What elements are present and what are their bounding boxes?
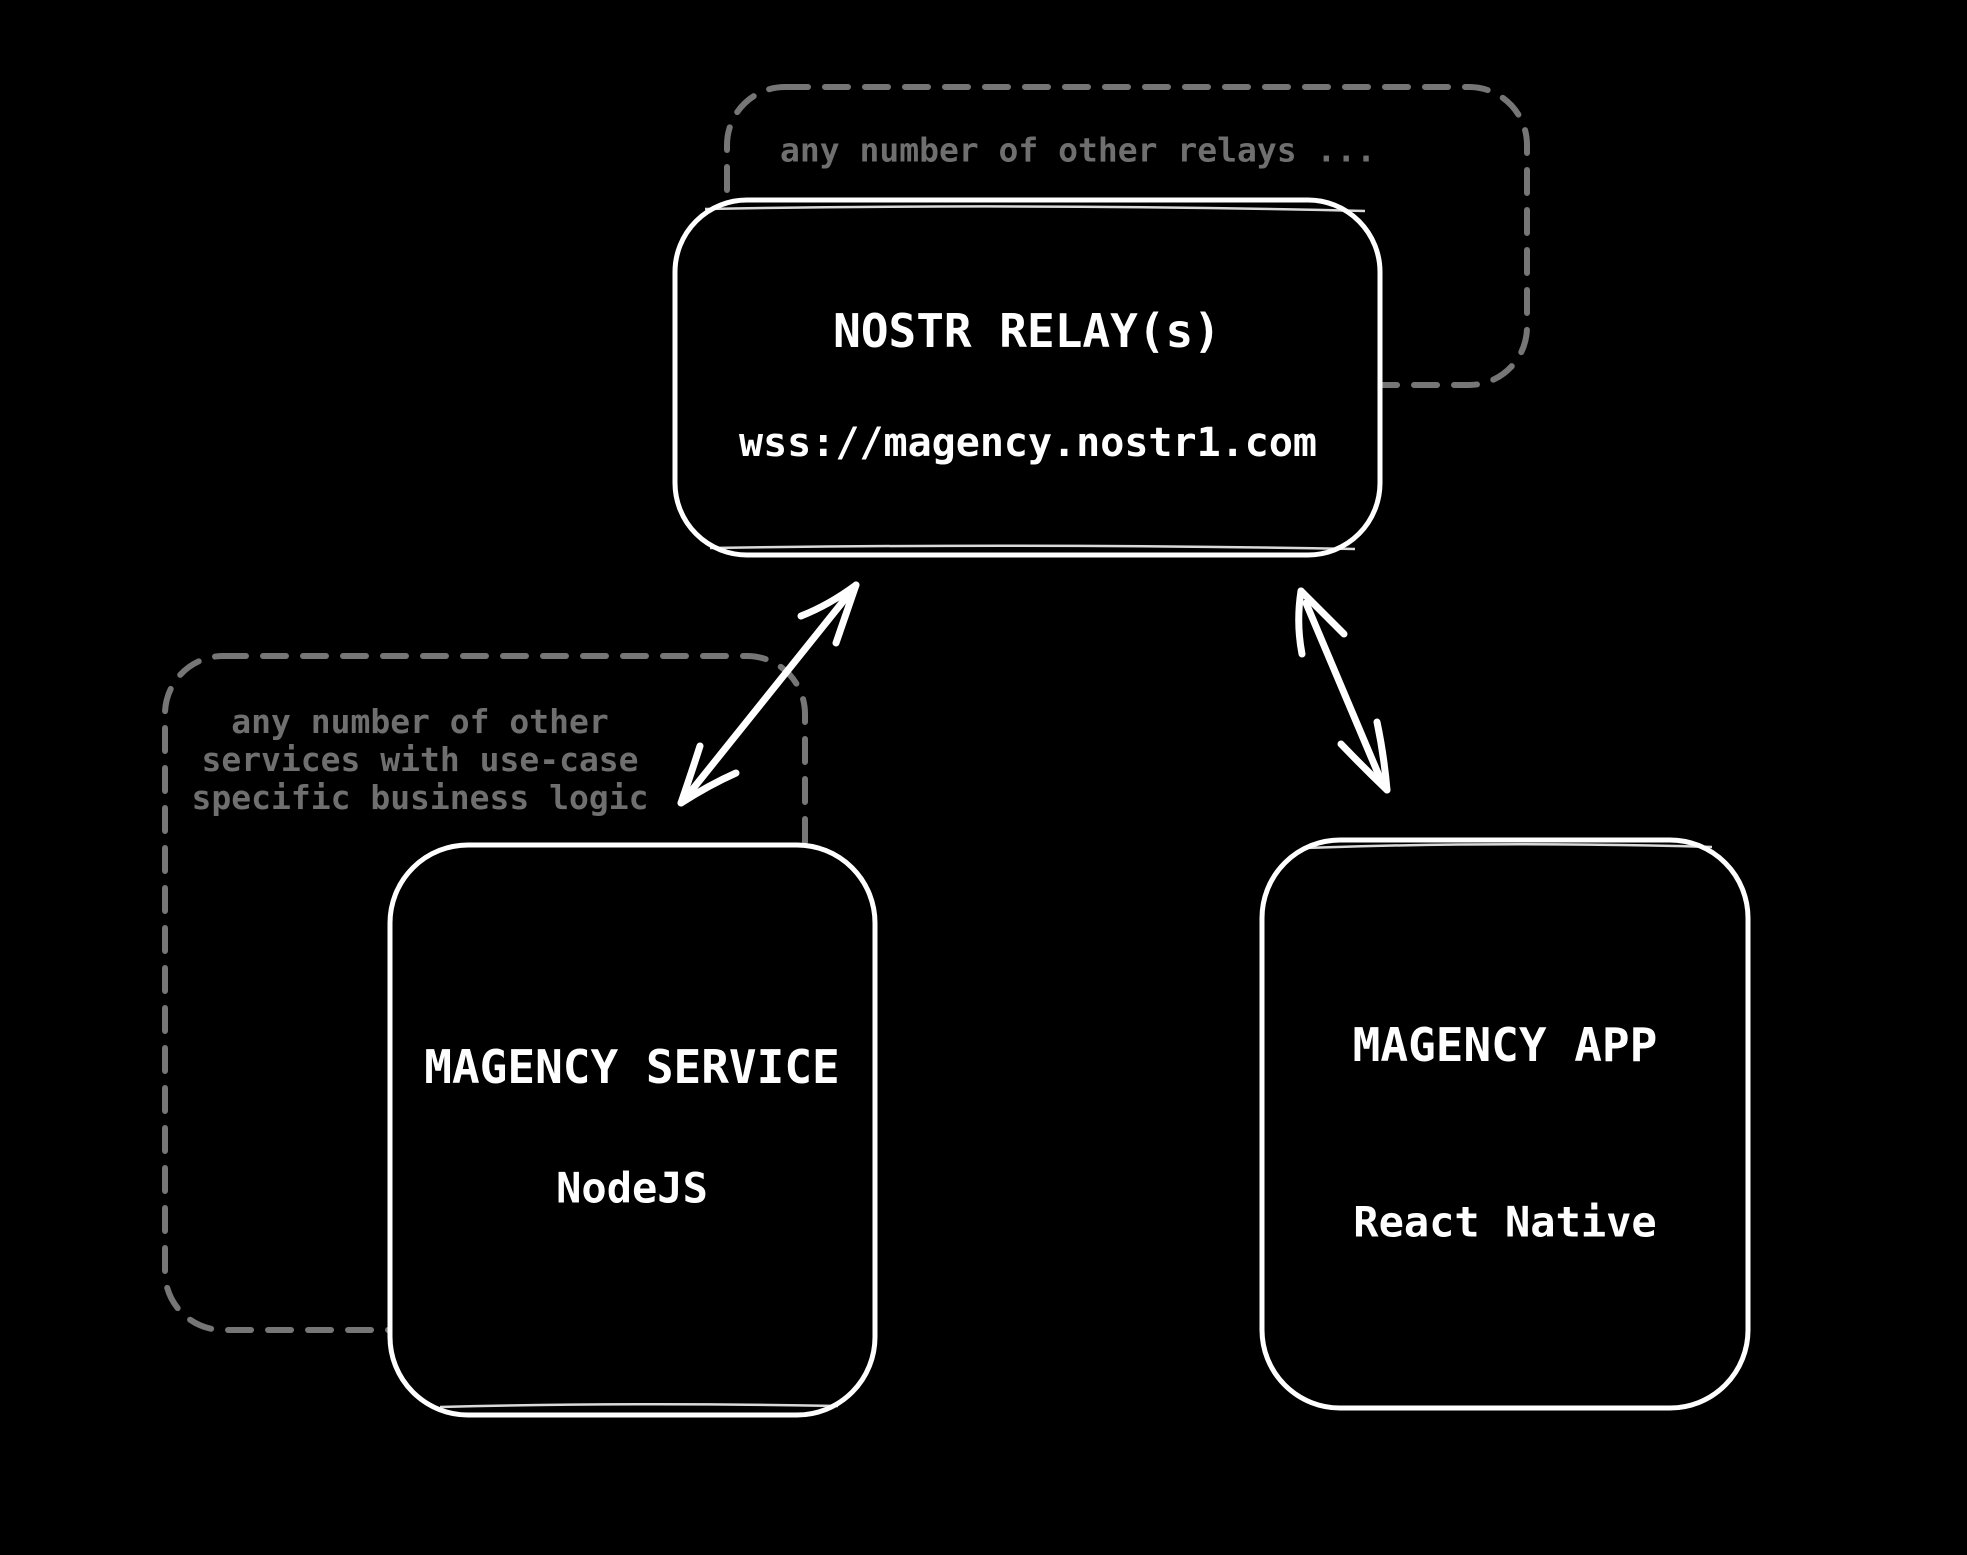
service-box-overdraw-bottom — [439, 1402, 839, 1409]
service-node-title: MAGENCY SERVICE — [424, 1040, 840, 1094]
other-services-note: any number of other services with use-ca… — [192, 703, 649, 817]
relay-node-url: wss://magency.nostr1.com — [739, 420, 1317, 466]
relay-service-arrow — [677, 581, 860, 807]
app-node-tech: React Native — [1353, 1197, 1657, 1247]
relay-app-arrow — [1295, 587, 1391, 794]
app-node-title: MAGENCY APP — [1352, 1018, 1658, 1072]
relay-box-overdraw-top — [704, 205, 1366, 213]
other-relays-note: any number of other relays ... — [780, 130, 1377, 170]
relay-node-title: NOSTR RELAY(s) — [833, 304, 1221, 358]
other-services-note-line2: services with use-case — [201, 740, 639, 779]
other-relays-dashed-box — [724, 84, 1530, 388]
app-node-box — [1259, 837, 1751, 1411]
relay-node-box — [672, 197, 1383, 558]
other-services-note-line1: any number of other — [231, 702, 609, 741]
service-node-box — [387, 842, 878, 1418]
other-services-note-line3: specific business logic — [191, 778, 649, 817]
app-box-overdraw-top — [1304, 842, 1713, 850]
relay-box-overdraw-bottom — [709, 544, 1356, 551]
service-node-tech: NodeJS — [556, 1163, 708, 1213]
